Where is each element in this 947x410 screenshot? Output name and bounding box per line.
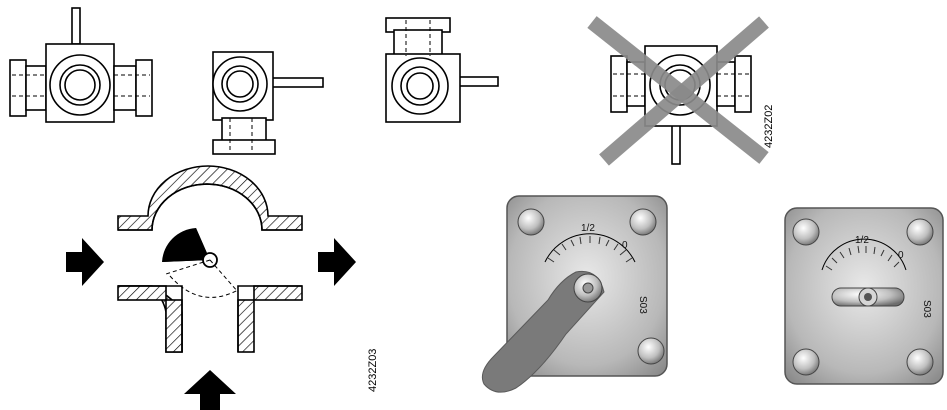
valve-section-diagram: [117, 165, 303, 353]
valve-icon-stem-right: [212, 51, 324, 155]
scale-label-zero: 0: [622, 240, 628, 251]
flow-arrow-right-outlet: [318, 238, 356, 286]
plate-side-label: S03: [637, 296, 648, 314]
scale-label-half: 1/2: [855, 235, 869, 246]
figure-code-top: 4232Z02: [763, 105, 775, 148]
scale-label-half: 1/2: [581, 223, 595, 234]
valve-icon-stem-down-not-allowed: [610, 45, 752, 165]
figure-code-bottom: 4232Z03: [367, 349, 379, 392]
scale-label-zero: 0: [898, 250, 904, 261]
manual-handle: [481, 270, 605, 393]
valve-icon-horizontal-stem-up: [9, 7, 153, 123]
flow-arrow-up-bypass: [184, 370, 236, 410]
plate-side-label: S03: [921, 300, 932, 318]
cross-icon: [587, 16, 769, 166]
flow-arrow-right-inlet: [66, 238, 104, 286]
actuator-plate-without-handle: 1/2 0 S03: [784, 207, 944, 385]
valve-icon-port-up-stem-right: [385, 17, 499, 123]
bolt-icon: [517, 208, 665, 365]
actuator-plate-with-handle: 1/2 0 S03: [481, 195, 668, 393]
